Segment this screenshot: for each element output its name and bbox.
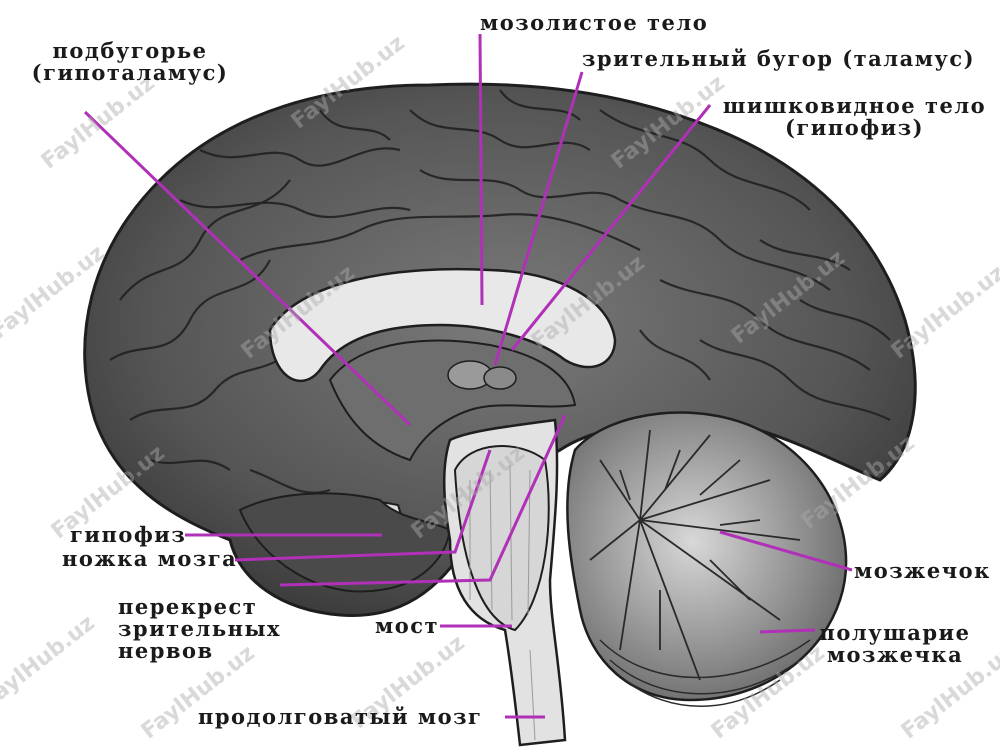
label-corpus-callosum: мозолистое тело	[480, 10, 709, 35]
pointer-thalamus	[493, 71, 584, 366]
label-hypothalamus: подбугорье (гипоталамус)	[30, 40, 230, 84]
pointer-corpus-callosum	[478, 33, 484, 306]
label-cerebellar-hemisphere-line1: полушарие	[819, 620, 971, 645]
label-cerebral-peduncle: ножка мозга	[62, 546, 238, 571]
label-cerebellar-hemisphere-line2: мозжечка	[826, 642, 964, 667]
thalamus-shape	[328, 339, 577, 462]
pointer-cerebellar-hemisphere	[759, 628, 816, 634]
label-optic-chiasm: перекрест зрительных нервов	[118, 596, 281, 662]
label-pineal: шишковидное тело (гипофиз)	[712, 95, 997, 139]
label-hypothalamus-line2: (гипоталамус)	[31, 60, 229, 85]
label-pineal-line2: (гипофиз)	[784, 115, 925, 140]
label-optic-chiasm-line2: зрительных	[118, 616, 282, 641]
label-thalamus: зрительный бугор (таламус)	[582, 46, 976, 71]
pointer-optic-chiasm	[279, 414, 567, 587]
label-cerebellum: мозжечок	[854, 558, 991, 583]
gyri-pattern	[109, 89, 891, 494]
pointer-hypothalamus	[83, 110, 412, 427]
label-cerebellar-hemisphere: полушарие мозжечка	[815, 622, 975, 666]
pointer-cerebellum	[719, 530, 853, 572]
cerebellum-shape	[566, 411, 848, 702]
pointer-cerebral-peduncle	[234, 449, 492, 562]
label-pineal-line1: шишковидное тело	[722, 93, 987, 118]
pons-bulge	[453, 445, 550, 632]
label-pituitary: гипофиз	[70, 522, 187, 547]
pointer-lines	[83, 33, 853, 719]
label-medulla: продолговатый мозг	[198, 704, 483, 729]
corpus-callosum-shape	[268, 267, 617, 383]
label-pons: мост	[375, 613, 440, 638]
thalamus-nucleus-2	[483, 366, 517, 390]
label-optic-chiasm-line1: перекрест	[118, 594, 258, 619]
label-optic-chiasm-line3: нервов	[118, 638, 214, 663]
cerebellar-folia	[599, 639, 811, 707]
pointer-pineal	[510, 104, 712, 351]
label-hypothalamus-line1: подбугорье	[52, 38, 208, 63]
arbor-vitae	[589, 429, 801, 681]
